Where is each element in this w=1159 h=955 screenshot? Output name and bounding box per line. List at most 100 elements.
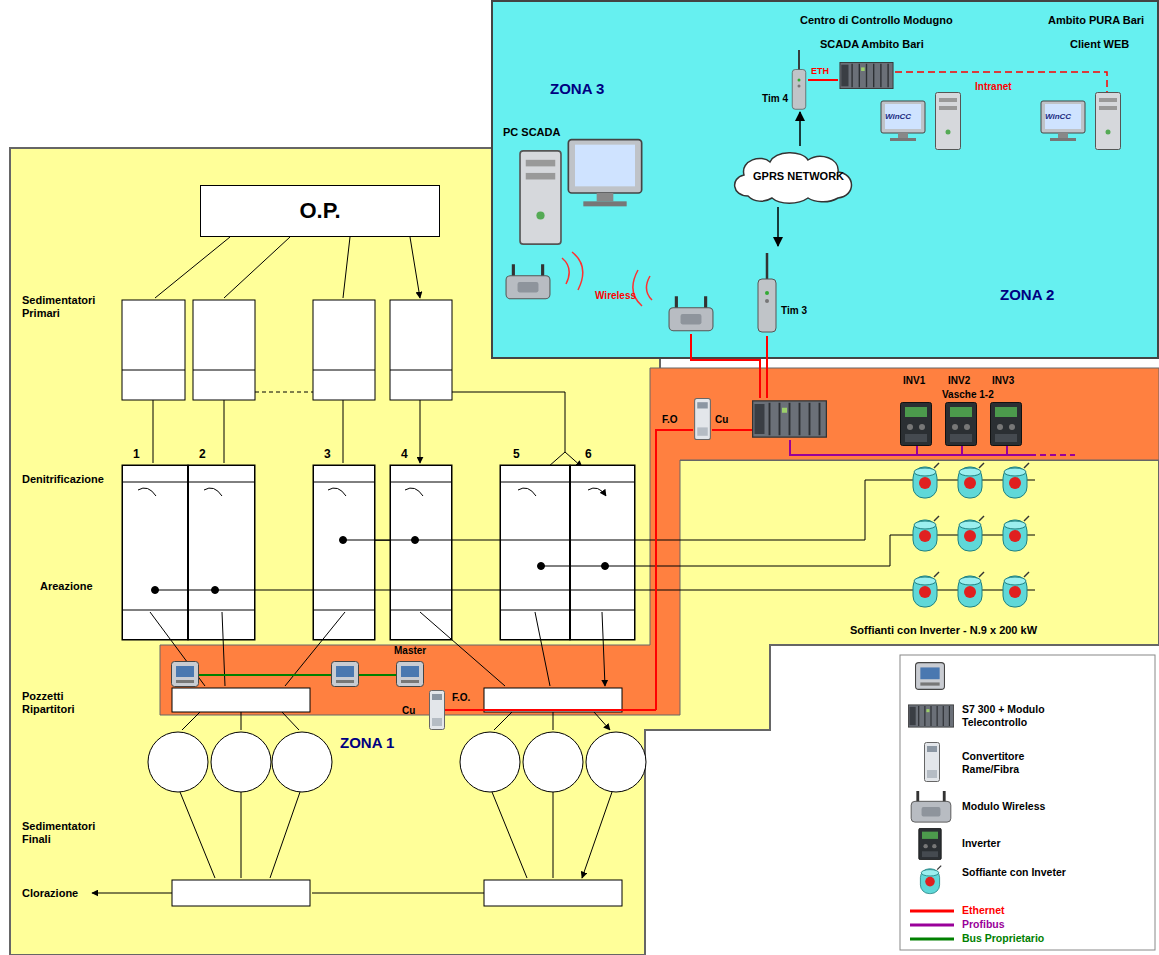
zone-grounds-part xyxy=(492,1,1158,358)
process-flow-part xyxy=(155,237,420,298)
process-flow-part-part xyxy=(313,300,375,400)
network-wires-part xyxy=(895,72,1107,92)
node-text: O.P. xyxy=(299,198,340,224)
equipment-icons-part xyxy=(958,516,984,551)
tank-number: 2 xyxy=(199,447,206,461)
zone-label: ZONA 2 xyxy=(1000,286,1054,303)
label-text: SCADA Ambito Bari xyxy=(820,38,924,51)
tank-number: 1 xyxy=(133,447,140,461)
process-flow-part-part xyxy=(272,732,332,792)
process-flow-part xyxy=(122,370,452,371)
process-flow-part xyxy=(172,688,622,712)
legend-text: Ethernet xyxy=(962,904,1005,917)
process-flow-part xyxy=(155,480,1035,590)
legend-text: Inverter xyxy=(962,837,1001,850)
label-text: WinCC xyxy=(1045,110,1071,123)
label-text: Tim 3 xyxy=(781,304,807,317)
equipment-icons-part xyxy=(1003,572,1029,607)
equipment-icons-part xyxy=(901,403,932,446)
equipment-icons-part xyxy=(913,463,939,498)
label-text: Cu xyxy=(402,704,415,717)
label-text: Vasche 1-2 xyxy=(942,388,994,401)
equipment-icons-part xyxy=(991,403,1022,446)
equipment-icons-part xyxy=(1096,93,1121,150)
process-flow-part xyxy=(122,465,635,640)
process-flow-part-part xyxy=(484,688,622,712)
process-flow-part xyxy=(92,893,484,894)
label-text: Areazione xyxy=(40,580,93,593)
process-flow-part-part xyxy=(172,880,310,906)
process-flow-part-part xyxy=(122,465,188,640)
legend-swatch xyxy=(910,936,954,942)
equipment-icons-part xyxy=(430,691,445,730)
legend-text: Bus Proprietario xyxy=(962,932,1044,945)
legend-swatch-line xyxy=(910,924,954,927)
equipment-icons-part xyxy=(332,662,359,687)
label-text: Pozzetti Ripartitori xyxy=(22,690,112,716)
zone-panel: ZONA 1O.P.123456 xyxy=(10,148,645,955)
equipment-icons-part xyxy=(840,62,893,88)
equipment-icons xyxy=(172,50,1121,894)
process-flow-part-part xyxy=(523,732,583,792)
legend-swatch xyxy=(910,922,954,928)
equipment-icons-part xyxy=(936,93,961,150)
legend-swatch-line xyxy=(910,938,954,941)
legend-text: Soffiante con Inveter xyxy=(962,866,1072,879)
node-text: GPRS NETWORK xyxy=(753,170,833,183)
tank-number: 3 xyxy=(324,447,331,461)
process-flow xyxy=(92,237,1035,906)
process-flow-part-part xyxy=(148,732,208,792)
process-flow-part-part xyxy=(538,563,545,570)
process-flow-part-part xyxy=(212,587,219,594)
process-flow-part-part xyxy=(193,300,255,400)
process-flow-part-part xyxy=(152,587,159,594)
equipment-icons-part xyxy=(669,296,713,331)
equipment-icons-part xyxy=(172,662,199,687)
cloud-outline xyxy=(735,153,852,204)
process-flow-part-part xyxy=(586,732,646,792)
process-flow-part xyxy=(180,792,612,878)
cloud-shape xyxy=(728,148,858,205)
equipment-icons-part xyxy=(506,264,550,299)
tank-box: 1 xyxy=(122,465,188,640)
legend-text: Convertitore Rame/Fibra xyxy=(962,750,1072,776)
legend-text: Profibus xyxy=(962,918,1005,931)
process-flow-part xyxy=(152,537,609,594)
zone-panel: ZONA 3ZONA 2GPRS NETWORK xyxy=(492,0,1159,358)
label-text: Intranet xyxy=(975,80,1012,93)
process-flow-part-part xyxy=(484,880,622,906)
process-flow-part xyxy=(122,300,452,400)
label-text: INV3 xyxy=(992,374,1014,387)
network-wires-part xyxy=(562,252,652,306)
process-flow-part-part xyxy=(172,688,310,712)
label-text: ETH xyxy=(811,65,829,78)
label-text: PC SCADA xyxy=(503,126,560,139)
process-flow-part-part xyxy=(390,300,452,400)
tank-box: 3 xyxy=(313,465,375,640)
legend-swatch xyxy=(910,908,954,914)
equipment-icons-part xyxy=(908,705,953,727)
equipment-icons-part xyxy=(911,791,951,822)
network-cloud: GPRS NETWORK xyxy=(728,148,858,205)
network-wires-part xyxy=(808,79,838,81)
label-text: Sedimentatori Finali xyxy=(22,820,114,846)
label-text: Client WEB xyxy=(1070,38,1129,51)
label-text: Wireless xyxy=(595,289,636,302)
label-text: Centro di Controllo Modugno xyxy=(800,14,953,27)
process-flow-part xyxy=(255,392,313,393)
equipment-icons-part xyxy=(1003,516,1029,551)
tank-number: 4 xyxy=(401,447,408,461)
network-wires xyxy=(199,72,1107,710)
label-text: Sedimentatori Primari xyxy=(22,294,114,320)
process-flow-part xyxy=(150,612,605,686)
equipment-icons-part xyxy=(568,140,641,207)
equipment-icons-part xyxy=(758,253,776,332)
process-flow-part-part xyxy=(211,732,271,792)
process-flow-part-part xyxy=(390,465,452,640)
process-flow-part-part xyxy=(188,465,255,640)
process-flow-part-part xyxy=(122,300,185,400)
label-text: WinCC xyxy=(885,110,911,123)
